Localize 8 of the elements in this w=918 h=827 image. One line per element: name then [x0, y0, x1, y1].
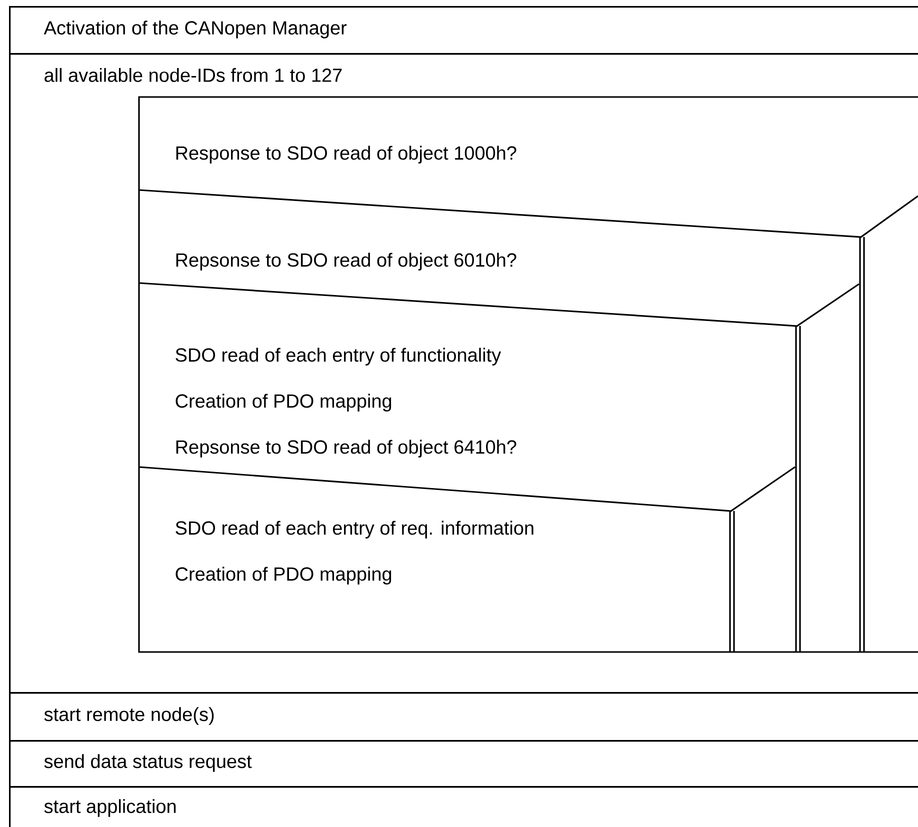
statement-text: Repsonse to SDO read of object 6010h?: [176, 252, 516, 270]
process-box: send data status request: [9, 740, 918, 788]
process-box: start application: [9, 786, 918, 827]
statement-text: Response to SDO read of object 1000h?: [176, 146, 516, 164]
process-box: Activation of the CANopen Manager: [9, 6, 918, 55]
statement-text: SDO read of each entry of functionality Creation of PDO mapping Repsonse to SDO read of object 6410h?: [176, 348, 516, 458]
statement-text: SDO read of each entry of req. information Creation of PDO mapping: [176, 520, 534, 584]
process-box: start remote node(s): [9, 692, 918, 742]
